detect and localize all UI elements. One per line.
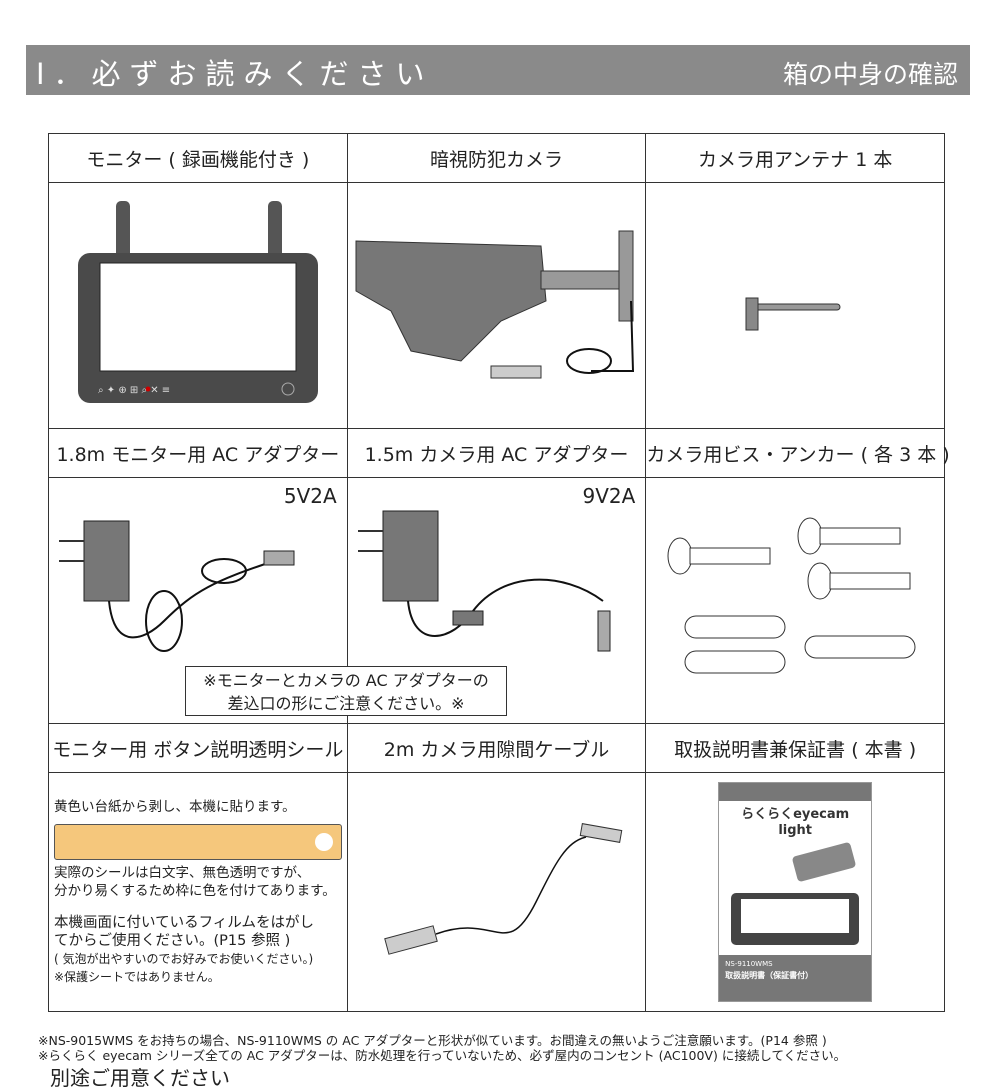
monitor-adapter-voltage: 5V2A: [283, 484, 337, 508]
antenna-image: [645, 182, 945, 429]
camera-image: [346, 182, 647, 429]
seal-text-2: 実際のシールは白文字、無色透明ですが、: [54, 865, 311, 881]
seal-text-5: てからご使用ください。(P15 参照 ): [54, 933, 291, 949]
manual-image: らくらくeyecam light NS-9110WMS 取扱説明書（保証書付）: [645, 772, 945, 1012]
adapter-note-line-2: 差込口の形にご注意ください。※: [227, 694, 465, 713]
footnote-2: ※らくらく eyecam シリーズ全ての AC アダプターは、防水処理を行ってい…: [38, 1048, 847, 1063]
seal-text-7: ※保護シートではありません。: [54, 970, 220, 984]
seal-text-6: ( 気泡が出やすいのでお好みでお使いください。): [54, 952, 314, 966]
item-label-cable: 2m カメラ用隙間ケーブル: [346, 723, 647, 773]
seal-text-1: 黄色い台紙から剥し、本機に貼ります。: [54, 799, 296, 815]
manual-title: 取扱説明書（保証書付）: [725, 971, 814, 980]
item-label-monitor: モニター ( 録画機能付き ): [48, 133, 348, 183]
section-header: Ⅰ．必ずお読みください 箱の中身の確認: [26, 45, 970, 95]
monitor-image: ⌕ ✦ ⊕ ⊞ ⌕ ✕ ≡: [48, 182, 348, 429]
svg-text:⌕ ✦ ⊕ ⊞ ⌕ ✕ ≡: ⌕ ✦ ⊕ ⊞ ⌕ ✕ ≡: [98, 385, 170, 396]
item-label-camera-adapter: 1.5m カメラ用 AC アダプター: [346, 428, 647, 478]
screws-anchors-image: [645, 477, 945, 724]
camera-adapter-voltage: 9V2A: [582, 484, 636, 508]
manual-brand-logo: らくらくeyecam light: [741, 807, 850, 838]
item-label-antenna: カメラ用アンテナ 1 本: [645, 133, 945, 183]
button-sticker-image: [54, 824, 342, 860]
item-label-monitor-adapter: 1.8m モニター用 AC アダプター: [48, 428, 348, 478]
footnote-1: ※NS-9015WMS をお持ちの場合、NS-9110WMS の AC アダプタ…: [38, 1033, 827, 1048]
manual-model: NS-9110WMS: [725, 960, 773, 968]
adapter-note-line-1: ※モニターとカメラの AC アダプターの: [203, 671, 489, 690]
item-label-screws: カメラ用ビス・アンカー ( 各 3 本 ): [645, 428, 950, 478]
seal-text-4: 本機画面に付いているフィルムをはがし: [54, 915, 314, 931]
item-label-sticker: モニター用 ボタン説明透明シール: [48, 723, 348, 773]
package-contents-table: モニター ( 録画機能付き ) 暗視防犯カメラ カメラ用アンテナ 1 本 ⌕ ✦…: [48, 133, 950, 1012]
item-label-manual: 取扱説明書兼保証書 ( 本書 ): [645, 723, 945, 773]
sticker-description: 黄色い台紙から剥し、本機に貼ります。 実際のシールは白文字、無色透明ですが、 分…: [48, 772, 348, 1012]
section-subtitle: 箱の中身の確認: [782, 60, 958, 89]
section-title: Ⅰ．必ずお読みください: [36, 57, 434, 91]
extra-items-heading: 別途ご用意ください: [50, 1066, 230, 1090]
cable-image: [346, 772, 647, 1012]
seal-text-3: 分かり易くするため枠に色を付けてあります。: [54, 883, 336, 899]
item-label-camera: 暗視防犯カメラ: [346, 133, 647, 183]
adapter-warning-note: ※モニターとカメラの AC アダプターの 差込口の形にご注意ください。※: [185, 666, 507, 716]
